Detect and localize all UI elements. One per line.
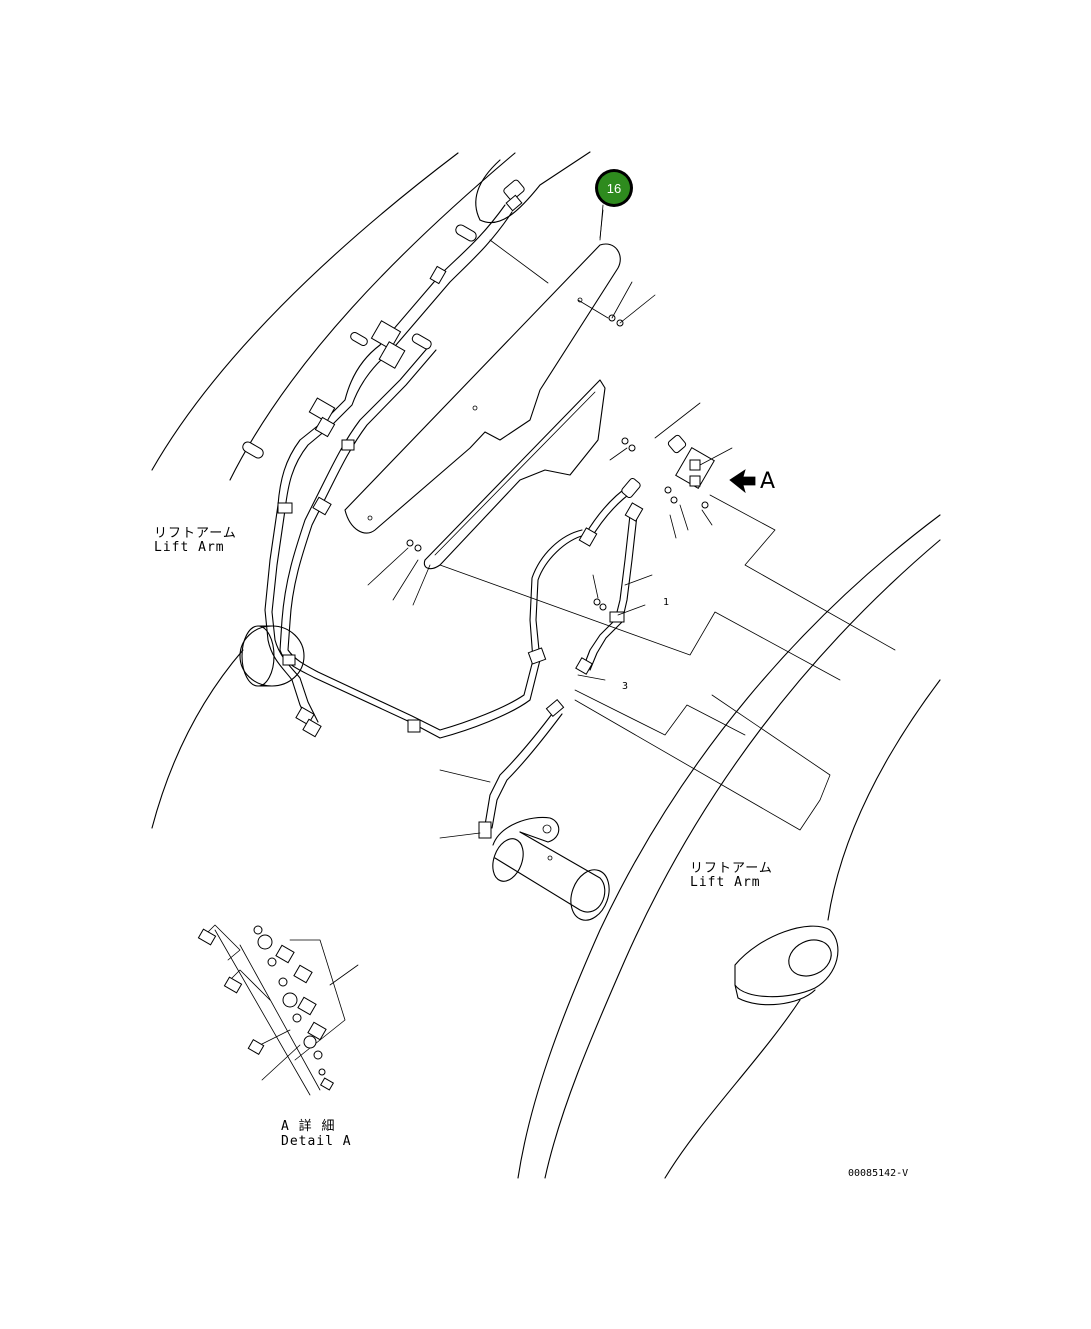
bolts [406, 314, 636, 611]
callout-badge[interactable]: 16 [595, 169, 633, 207]
cover-plate [344, 243, 621, 534]
lift-arm-eye-boss [734, 925, 839, 1006]
lift-arm-right-outline [517, 514, 941, 1179]
detail-a-label-en: Detail A [281, 1134, 352, 1149]
leader-mark-3: 3 [622, 681, 628, 692]
detail-a-label-jp: A 詳 細 [281, 1118, 335, 1134]
valve-block-a [664, 446, 715, 509]
drawing-number: 00085142-V [848, 1168, 908, 1179]
lift-arm-left-outline [151, 151, 591, 829]
view-arrow-label: A [760, 469, 775, 494]
bracket-plate [423, 379, 606, 570]
fittings-left [242, 179, 641, 738]
lift-pin [492, 816, 610, 921]
hose-right-route [478, 434, 687, 839]
hose-left-route [264, 204, 636, 739]
lift-arm-left-label-jp: リフトアーム [154, 526, 237, 541]
leader-mark-1: 1 [663, 597, 669, 608]
leader-lines [367, 209, 896, 839]
detail-a-drawing [197, 924, 359, 1096]
lift-arm-right-label-jp: リフトアーム [690, 861, 773, 876]
lift-arm-left-label-en: Lift Arm [154, 540, 225, 555]
view-arrow-a: A [729, 469, 775, 494]
lift-arm-right-label-en: Lift Arm [690, 875, 761, 890]
callout-number: 16 [607, 181, 621, 196]
